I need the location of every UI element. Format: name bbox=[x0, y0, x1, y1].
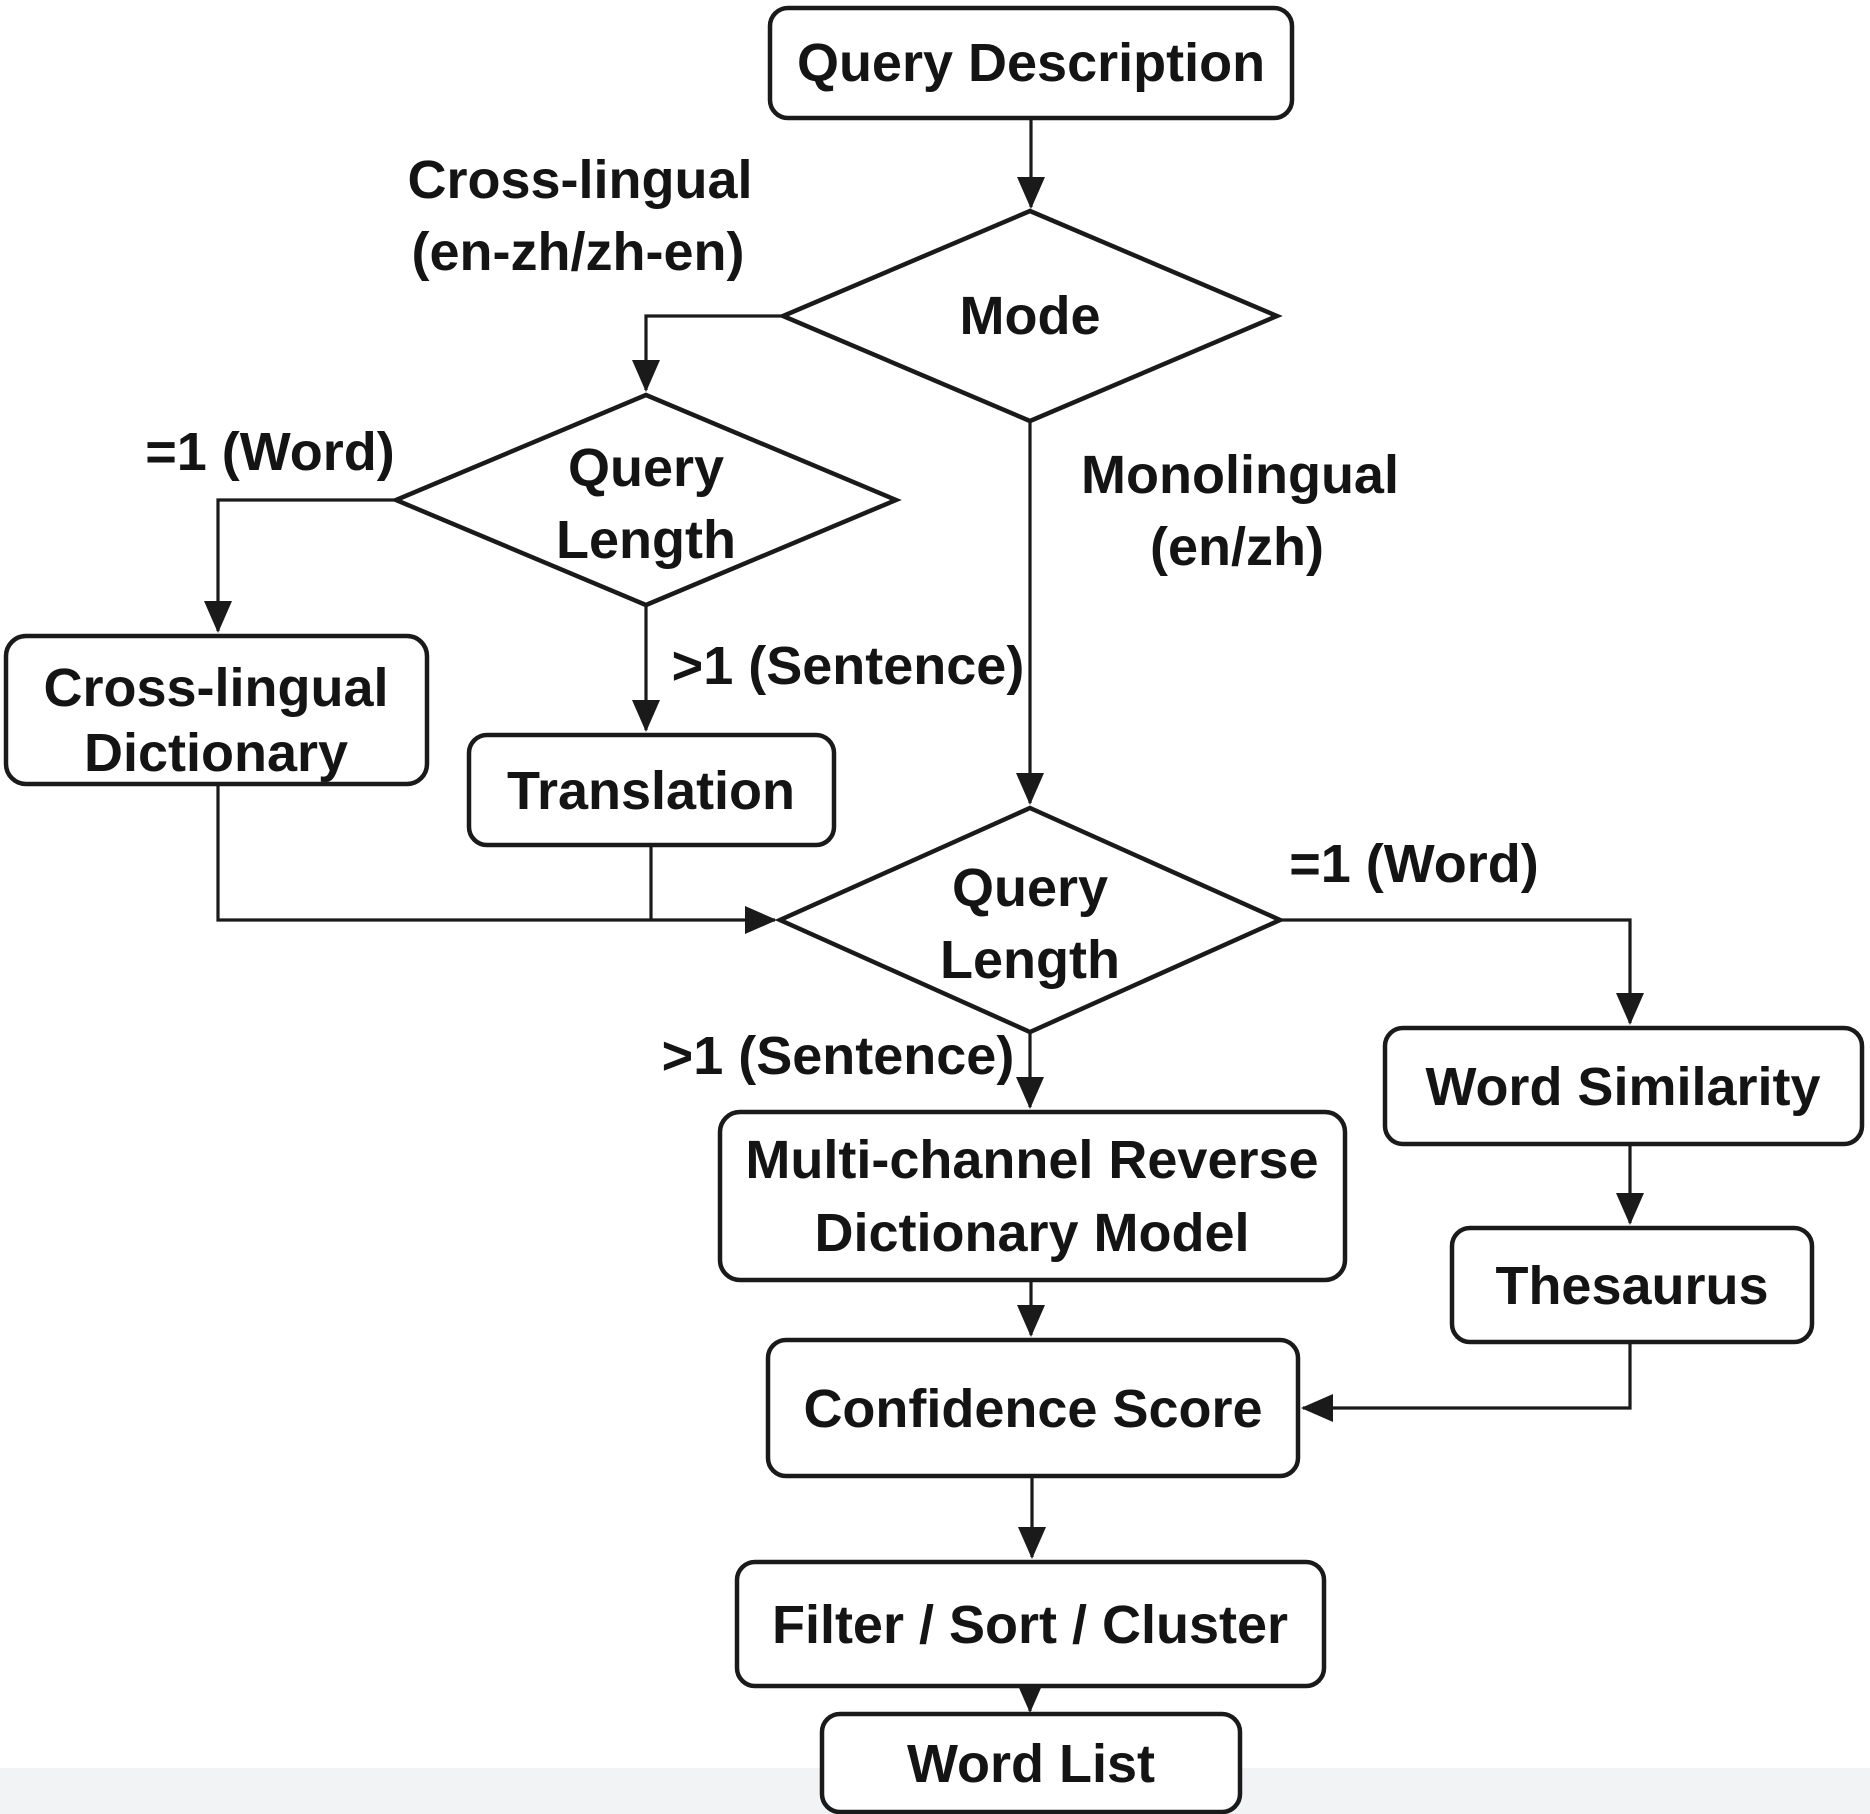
cross-lingual-dictionary-label-line2: Dictionary bbox=[84, 723, 348, 783]
thesaurus-box bbox=[1449, 1225, 1815, 1345]
word-list-label: Word List bbox=[907, 1734, 1155, 1794]
word-list-box bbox=[819, 1711, 1243, 1814]
node-thesaurus: Thesaurus bbox=[1449, 1225, 1815, 1345]
node-translation: Translation bbox=[466, 732, 837, 848]
multi-channel-label-line2: Dictionary Model bbox=[814, 1203, 1249, 1263]
node-query-length-1: Query Length bbox=[390, 392, 902, 608]
node-query-length-2: Query Length bbox=[774, 805, 1286, 1035]
edge-label-eq1-word-left: =1 (Word) bbox=[145, 422, 395, 482]
node-cross-lingual-dictionary: Cross-lingual Dictionary bbox=[3, 633, 430, 787]
cross-lingual-branch-label-line2: (en-zh/zh-en) bbox=[412, 222, 745, 282]
monolingual-branch-label-line2: (en/zh) bbox=[1150, 517, 1324, 577]
edge-label-gt1-sentence-center: >1 (Sentence) bbox=[662, 1026, 1015, 1086]
filter-sort-cluster-box bbox=[734, 1559, 1327, 1689]
query-length-2-label-line1: Query bbox=[952, 858, 1108, 918]
translation-label: Translation bbox=[507, 761, 795, 821]
node-word-similarity: Word Similarity bbox=[1382, 1025, 1865, 1147]
confidence-score-label: Confidence Score bbox=[803, 1379, 1262, 1439]
translation-box bbox=[466, 732, 837, 848]
node-multi-channel-reverse-dictionary-model: Multi-channel Reverse Dictionary Model bbox=[717, 1109, 1348, 1283]
query-length-1-label-line2: Length bbox=[556, 510, 736, 570]
multi-channel-box bbox=[717, 1109, 1348, 1283]
mode-label: Mode bbox=[960, 286, 1101, 346]
filter-sort-cluster-label: Filter / Sort / Cluster bbox=[772, 1595, 1288, 1655]
monolingual-branch-label-line1: Monolingual bbox=[1081, 445, 1399, 505]
mode-diamond bbox=[777, 208, 1283, 424]
thesaurus-label: Thesaurus bbox=[1495, 1256, 1768, 1316]
edge-mode-to-querylength1 bbox=[632, 314, 783, 392]
cross-lingual-dictionary-box bbox=[3, 633, 430, 787]
confidence-score-box bbox=[765, 1337, 1301, 1479]
node-mode: Mode bbox=[777, 208, 1283, 424]
edge-label-monolingual: Monolingual (en/zh) bbox=[1081, 445, 1399, 577]
edge-thesaurus-to-confidencescore bbox=[1301, 1342, 1632, 1422]
query-length-2-label-line2: Length bbox=[940, 930, 1120, 990]
query-length-1-label-line1: Query bbox=[568, 438, 724, 498]
cross-lingual-branch-label-line1: Cross-lingual bbox=[407, 150, 752, 210]
edge-label-cross-lingual: Cross-lingual (en-zh/zh-en) bbox=[407, 150, 752, 282]
word-similarity-label: Word Similarity bbox=[1425, 1057, 1820, 1117]
query-length-1-diamond bbox=[390, 392, 902, 608]
edge-merge-to-querylength2 bbox=[216, 784, 777, 934]
node-query-description: Query Description bbox=[767, 5, 1295, 121]
node-filter-sort-cluster: Filter / Sort / Cluster bbox=[734, 1559, 1327, 1689]
edge-label-eq1-word-right: =1 (Word) bbox=[1289, 834, 1539, 894]
multi-channel-label-line1: Multi-channel Reverse bbox=[745, 1130, 1318, 1190]
node-word-list: Word List bbox=[819, 1711, 1243, 1814]
edge-label-gt1-sentence-left: >1 (Sentence) bbox=[672, 636, 1025, 696]
query-description-label: Query Description bbox=[797, 33, 1265, 93]
edge-querylength2-to-wordsimilarity bbox=[1280, 918, 1644, 1025]
node-confidence-score: Confidence Score bbox=[765, 1337, 1301, 1479]
cross-lingual-dictionary-label-line1: Cross-lingual bbox=[43, 658, 388, 718]
query-length-2-diamond bbox=[774, 805, 1286, 1035]
query-description-box bbox=[767, 5, 1295, 121]
word-similarity-box bbox=[1382, 1025, 1865, 1147]
edge-querylength1-to-crosslingualdictionary bbox=[204, 498, 396, 633]
